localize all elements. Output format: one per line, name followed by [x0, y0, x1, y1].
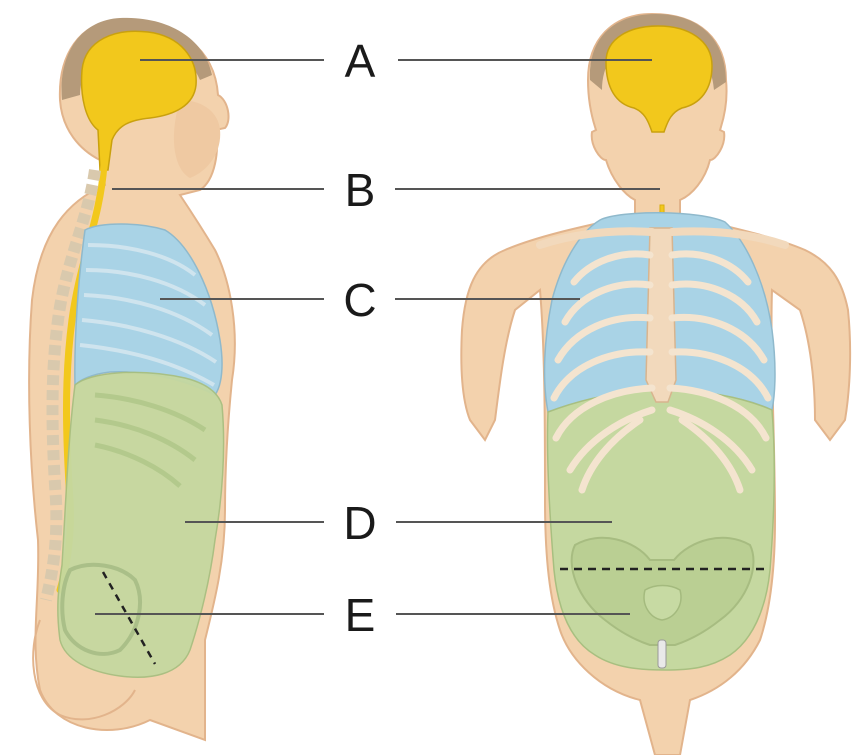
anterior-groin-mark — [658, 640, 666, 668]
label-d: D — [343, 497, 376, 549]
labels: A B C D E — [343, 35, 376, 641]
label-e: E — [345, 589, 376, 641]
label-a: A — [345, 35, 376, 87]
anterior-view-figure — [461, 14, 850, 755]
label-c: C — [343, 274, 376, 326]
label-b: B — [345, 164, 376, 216]
lateral-view-figure — [29, 18, 235, 740]
